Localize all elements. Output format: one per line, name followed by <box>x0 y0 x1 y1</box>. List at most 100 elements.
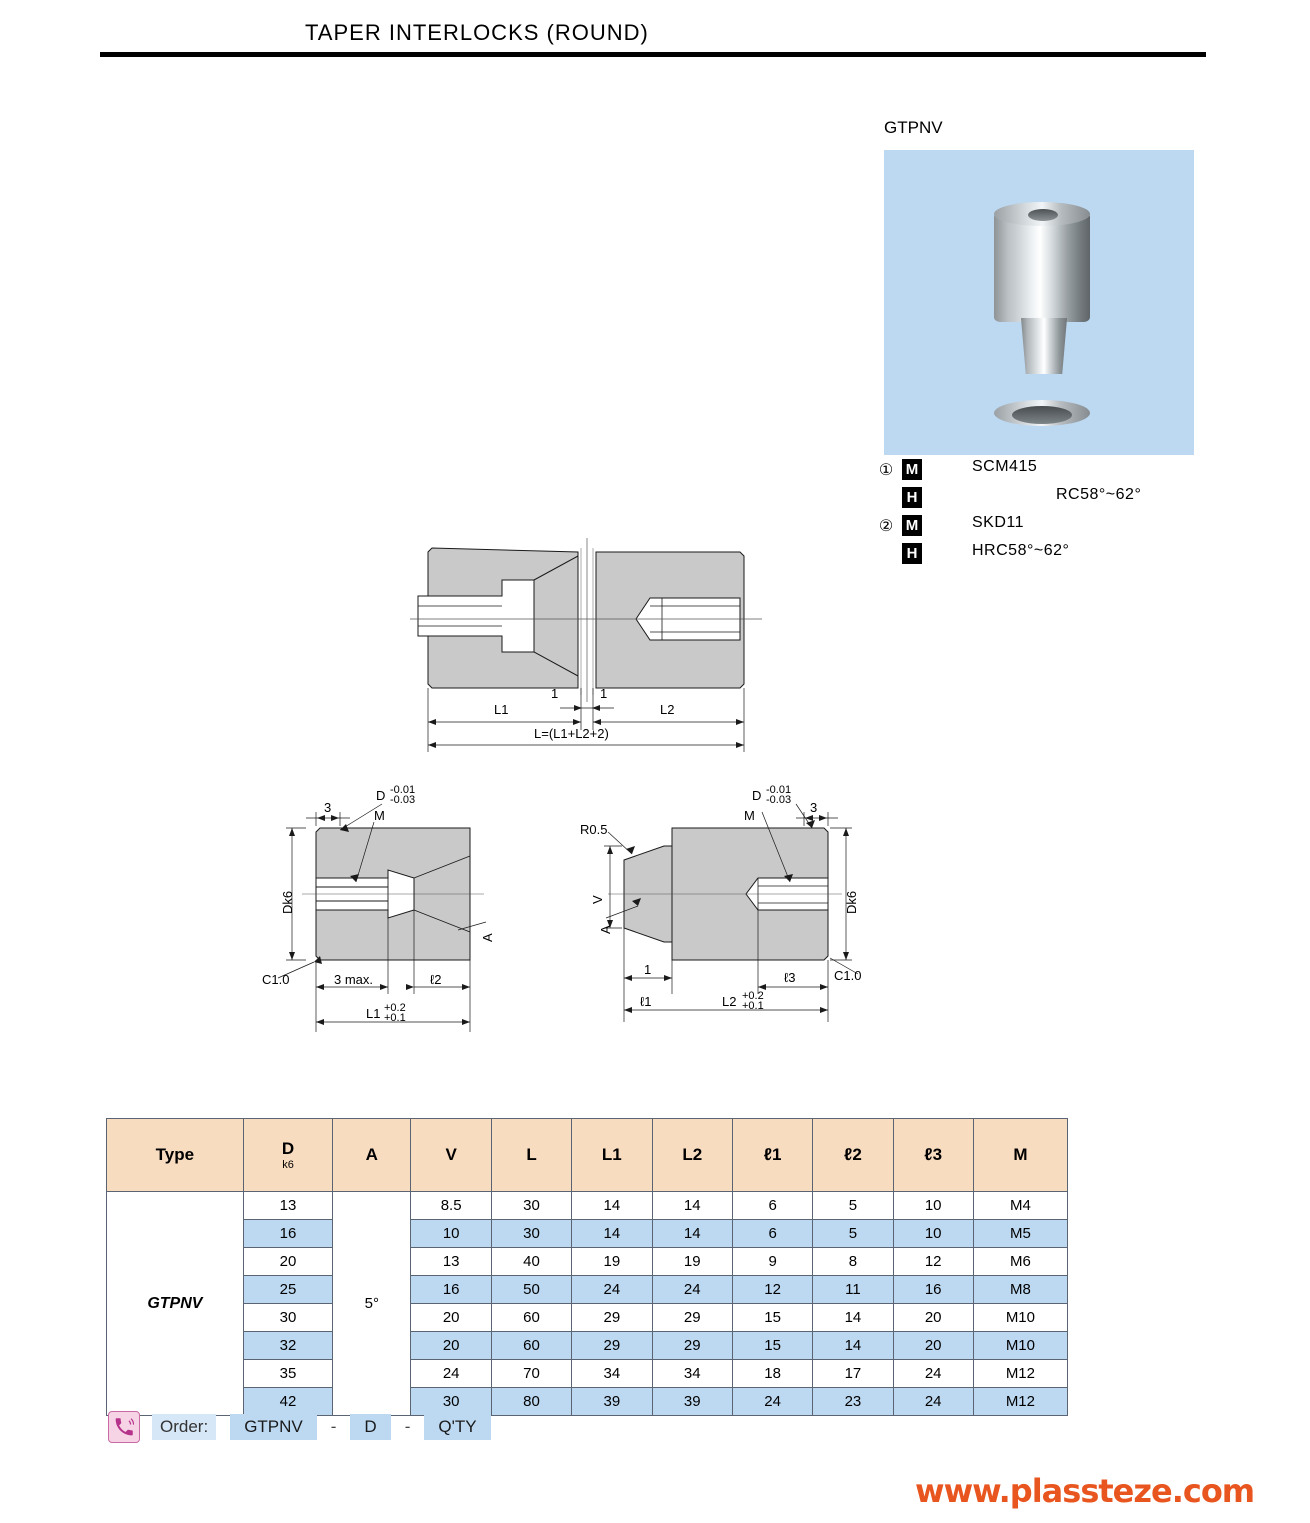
cell-type: GTPNV <box>106 1191 244 1416</box>
order-chip-d[interactable]: D <box>350 1414 391 1440</box>
cell-l1-small: 9 <box>731 1247 814 1276</box>
cell-m: M6 <box>972 1247 1069 1276</box>
cell-v: 16 <box>410 1275 492 1304</box>
table-row: 30 20 60 29 29 15 14 20 M10 <box>106 1303 1069 1332</box>
dia-dk6-label: Dk6 <box>844 890 859 914</box>
cell-l2: 24 <box>651 1275 733 1304</box>
website-url[interactable]: www.plassteze.com <box>915 1472 1255 1510</box>
l1-tol-upper: +0.2 <box>384 1002 406 1014</box>
cell-d: 13 <box>242 1191 334 1220</box>
punch-head-cylinder <box>994 212 1090 322</box>
cell-l3-small: 10 <box>892 1191 974 1220</box>
cell-l: 40 <box>490 1247 573 1276</box>
cell-l: 60 <box>490 1331 573 1360</box>
table-row: 42 30 80 39 39 24 23 24 M12 <box>106 1387 1069 1416</box>
legend-row-4: H HRC58°~62° <box>876 542 1206 570</box>
detail-drawing-punch: R0.5 V A 1 ℓ1 L2 +0.2 +0.1 ℓ3 D -0.01 -0… <box>572 782 870 1040</box>
punch-head-bore <box>1028 209 1058 221</box>
l1-dim-label: L1 <box>366 1006 381 1021</box>
d-tolerance-upper: -0.01 <box>390 784 416 796</box>
col-v-label: V <box>445 1145 457 1164</box>
cell-l2-small: 8 <box>812 1247 894 1276</box>
detail-punch-svg <box>604 803 859 1022</box>
cell-l3-small: 20 <box>892 1331 974 1360</box>
col-l: L <box>490 1118 573 1192</box>
cell-l2-small: 11 <box>812 1275 894 1304</box>
col-l1sm-label: ℓ1 <box>763 1145 782 1164</box>
cell-l1: 29 <box>571 1303 653 1332</box>
order-chip-type[interactable]: GTPNV <box>230 1414 317 1440</box>
cell-l2: 14 <box>651 1191 733 1220</box>
col-l1-sm: ℓ1 <box>731 1118 814 1192</box>
chamfer-3-label: 3 <box>324 800 332 815</box>
l3-small-label: ℓ3 <box>784 970 796 985</box>
product-label: GTPNV <box>884 118 943 137</box>
cell-m: M4 <box>972 1191 1069 1220</box>
cell-l1-small: 24 <box>731 1387 814 1416</box>
col-l2sm-label: ℓ2 <box>844 1145 862 1164</box>
cell-l: 60 <box>490 1303 573 1332</box>
cell-l1-small: 18 <box>731 1359 814 1388</box>
cell-angle: 5° <box>332 1191 412 1416</box>
cell-l3-small: 20 <box>892 1303 974 1332</box>
col-d-label: D <box>281 1139 295 1158</box>
dim-total-label: L=(L1+L2+2) <box>534 726 609 741</box>
table-row: 32 20 60 29 29 15 14 20 M10 <box>106 1331 1069 1360</box>
detail-bushing-svg <box>277 803 487 1032</box>
dim-l1-label: L1 <box>494 702 509 717</box>
cell-l2-small: 14 <box>812 1303 894 1332</box>
legend-row-3: ② M SKD11 <box>876 514 1206 542</box>
cell-l1: 14 <box>571 1191 653 1220</box>
cell-l2-small: 17 <box>812 1359 894 1388</box>
phone-icon[interactable] <box>108 1411 140 1443</box>
cell-l1-small: 15 <box>731 1303 814 1332</box>
cell-l2-small: 23 <box>812 1387 894 1416</box>
page-title: TAPER INTERLOCKS (ROUND) <box>305 20 649 45</box>
legend-value-4: HRC58°~62° <box>972 542 1070 559</box>
legend-value-2: RC58°~62° <box>1056 486 1142 503</box>
cell-l1: 19 <box>571 1247 653 1276</box>
cell-l2: 29 <box>651 1331 733 1360</box>
cell-l2: 34 <box>651 1359 733 1388</box>
punch-taper-shank <box>1020 318 1068 374</box>
col-l-label: L <box>526 1145 537 1164</box>
cell-d: 30 <box>242 1303 334 1332</box>
col-type: Type <box>106 1118 244 1192</box>
l1-tol-lower: +0.1 <box>384 1012 406 1024</box>
legend-index-1: ① <box>878 462 894 479</box>
col-type-label: Type <box>155 1145 195 1164</box>
thread-m-label: M <box>744 808 755 823</box>
cell-l1-small: 6 <box>731 1191 814 1220</box>
order-code-row: Order: GTPNV - D - Q'TY <box>108 1410 491 1444</box>
cell-v: 20 <box>410 1331 492 1360</box>
cell-v: 20 <box>410 1303 492 1332</box>
cell-l: 30 <box>490 1219 573 1248</box>
cell-l3-small: 10 <box>892 1219 974 1248</box>
order-chip-qty[interactable]: Q'TY <box>424 1414 491 1440</box>
cell-l3-small: 12 <box>892 1247 974 1276</box>
cell-d: 20 <box>242 1247 334 1276</box>
cell-l3-small: 24 <box>892 1387 974 1416</box>
dia-dk6-label: Dk6 <box>280 890 295 914</box>
material-badge-icon: M <box>902 459 922 480</box>
cell-l2: 14 <box>651 1219 733 1248</box>
bushing-bore <box>1012 406 1072 424</box>
cell-l1-small: 6 <box>731 1219 814 1248</box>
cell-l2: 19 <box>651 1247 733 1276</box>
col-l1: L1 <box>571 1118 653 1192</box>
cell-l: 30 <box>490 1191 573 1220</box>
product-photo <box>884 150 1194 455</box>
cell-m: M10 <box>972 1303 1069 1332</box>
material-badge-icon: M <box>902 515 922 536</box>
legend-value-1: SCM415 <box>972 458 1038 475</box>
cell-d: 25 <box>242 1275 334 1304</box>
table-row: 16 10 30 14 14 6 5 10 M5 <box>106 1219 1069 1248</box>
cell-d: 16 <box>242 1219 334 1248</box>
table-body: GTPNV 13 5° 8.5 30 14 14 6 5 10 M4 16 10… <box>106 1191 1069 1416</box>
legend-index-3: ② <box>878 518 894 535</box>
hardness-badge-icon: H <box>902 543 922 564</box>
thread-m-label: M <box>374 808 385 823</box>
assembly-drawing-svg <box>410 538 762 752</box>
col-a: A <box>332 1118 412 1192</box>
